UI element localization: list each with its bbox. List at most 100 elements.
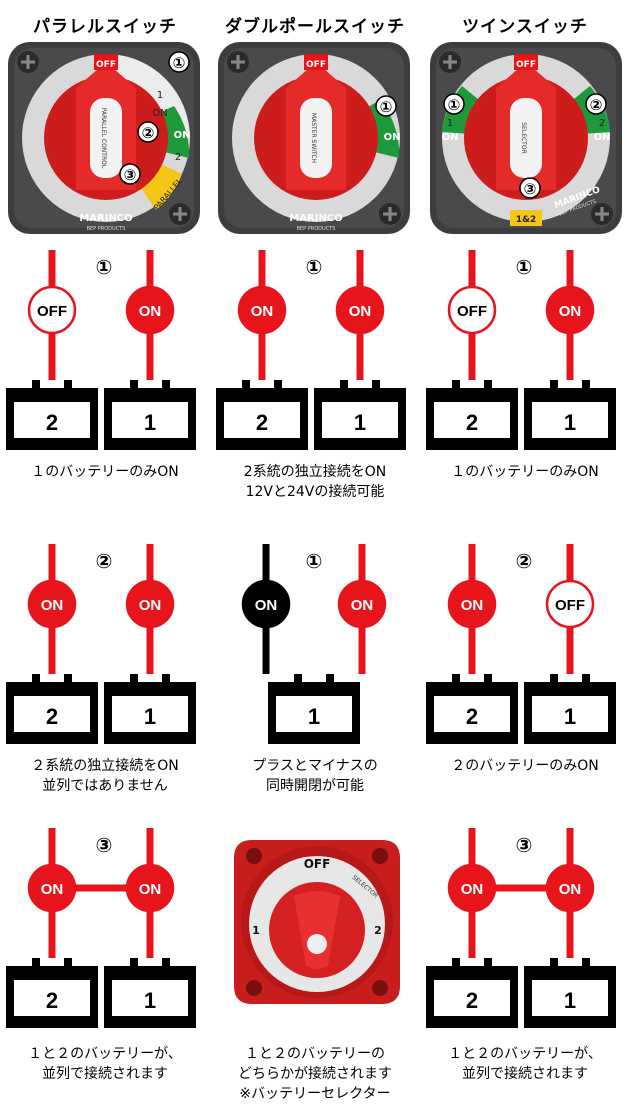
switch-state-label: ON: [559, 303, 582, 320]
position-badge: ②: [516, 549, 533, 573]
caption-panel-8: １と２のバッテリーが、 並列で接続されます: [420, 1044, 630, 1084]
switch-right: ON: [125, 285, 175, 335]
double-pole-switch-photo: OFF ON MASTER SWITCH MARINCO BEP PRODUCT…: [218, 42, 410, 234]
badge-1: ①: [173, 54, 186, 72]
battery-number: 2: [46, 704, 58, 729]
screw-icon: [591, 203, 613, 225]
on-left-label: ON: [442, 132, 459, 143]
switch-state-label: ON: [251, 303, 274, 320]
switch-state-label: ON: [461, 881, 484, 898]
caption-line: どちらかが接続されます: [238, 1066, 392, 1082]
caption-line: １と２のバッテリーが、: [28, 1046, 182, 1062]
badge-1: ①: [380, 98, 393, 116]
battery-number: 1: [144, 704, 156, 729]
battery-selector-photo: OFF 1 2 SELECTOR: [234, 840, 400, 1004]
title-twin-switch: ツインスイッチ: [462, 17, 588, 37]
position-badge: ③: [516, 833, 533, 857]
caption-line: ※バッテリーセレクター: [239, 1086, 391, 1102]
caption-line: ２系統の独立接続をON: [31, 758, 179, 774]
switch-right: ON: [337, 579, 387, 629]
knob-label: PARALLEL CONTROL: [100, 108, 107, 169]
switch-right: OFF: [545, 579, 595, 629]
screw-icon: [169, 203, 191, 225]
switch-right: ON: [125, 863, 175, 913]
badge-3: ③: [124, 166, 137, 184]
pos2-label: 2: [175, 152, 181, 163]
title-double-pole-switch: ダブルポールスイッチ: [225, 17, 405, 37]
caption-line: 並列ではありません: [42, 778, 168, 794]
switch-state-label: ON: [139, 881, 162, 898]
caption-line: 並列で接続されます: [42, 1066, 168, 1082]
screw-icon: [439, 51, 461, 73]
battery-2: 2: [426, 674, 518, 744]
switch-state-label: ON: [41, 597, 64, 614]
battery-number: 2: [256, 410, 268, 435]
caption-line: プラスとマイナスの: [252, 758, 378, 774]
caption-selector: １と２のバッテリーの どちらかが接続されます ※バッテリーセレクター: [210, 1044, 420, 1104]
knob-label: MASTER SWITCH: [310, 113, 317, 163]
title-parallel-switch: パラレルスイッチ: [33, 17, 177, 37]
caption-panel-2: 2系統の独立接続をON 12Vと24Vの接続可能: [210, 462, 420, 502]
battery-number: 1: [564, 410, 576, 435]
pos2-label: 2: [374, 924, 382, 937]
switch-right: ON: [125, 579, 175, 629]
caption-line: ２のバッテリーのみON: [451, 758, 599, 774]
switch-left: ON: [241, 579, 291, 629]
on-label-green: ON: [384, 132, 401, 143]
battery-1: 1: [104, 958, 196, 1028]
caption-panel-7: １と２のバッテリーが、 並列で接続されます: [0, 1044, 210, 1084]
caption-panel-1: １のバッテリーのみON: [0, 462, 210, 482]
battery-number: 1: [564, 988, 576, 1013]
sub-brand-label: BEP PRODUCTS: [297, 226, 336, 232]
position-badge: ①: [96, 255, 113, 279]
caption-line: 12Vと24Vの接続可能: [245, 484, 385, 500]
switch-left: ON: [447, 863, 497, 913]
switch-state-label: OFF: [555, 597, 585, 614]
position-badge: ①: [516, 255, 533, 279]
badge-2: ②: [142, 124, 155, 142]
screw-icon: [17, 51, 39, 73]
badge-1: ①: [448, 96, 461, 114]
battery-1: 1: [314, 380, 406, 450]
off-label: OFF: [304, 857, 331, 871]
switch-state-label: OFF: [37, 303, 67, 320]
caption-line: １のバッテリーのみON: [31, 464, 179, 480]
position-badge: ①: [306, 255, 323, 279]
pos2-label: 2: [599, 118, 605, 129]
caption-panel-3: １のバッテリーのみON: [420, 462, 630, 482]
switch-left: OFF: [447, 285, 497, 335]
pos1-label: 1: [252, 924, 260, 937]
screw-icon: [227, 51, 249, 73]
battery-1: 1: [104, 674, 196, 744]
off-label: OFF: [306, 60, 326, 70]
on-label-green: ON: [174, 130, 191, 141]
switch-state-label: ON: [255, 597, 278, 614]
switch-state-label: ON: [349, 303, 372, 320]
battery-number: 2: [46, 410, 58, 435]
position-badge: ①: [306, 549, 323, 573]
on-right-label: ON: [594, 132, 611, 143]
off-label: OFF: [96, 60, 116, 70]
caption-line: １のバッテリーのみON: [451, 464, 599, 480]
pos1-label: 1: [447, 118, 453, 129]
battery-2: 2: [426, 380, 518, 450]
caption-panel-6: ２のバッテリーのみON: [420, 756, 630, 776]
parallel-switch-photo: OFF 1 ON ON 2 PARALLEL PARALLEL CONTROL …: [8, 42, 200, 234]
battery-2: 2: [216, 380, 308, 450]
diagram-panel: ON ON ① 2 1: [210, 248, 420, 453]
switch-state-label: ON: [559, 881, 582, 898]
switch-state-label: ON: [139, 303, 162, 320]
battery-2: 2: [6, 674, 98, 744]
battery-number: 2: [466, 410, 478, 435]
pos1-label: 1: [157, 90, 163, 101]
battery-1: 1: [524, 958, 616, 1028]
battery-number: 1: [354, 410, 366, 435]
caption-line: 並列で接続されます: [462, 1066, 588, 1082]
knob-label: SELECTOR: [520, 122, 527, 153]
battery-2: 2: [6, 958, 98, 1028]
on-label: ON: [152, 108, 167, 119]
